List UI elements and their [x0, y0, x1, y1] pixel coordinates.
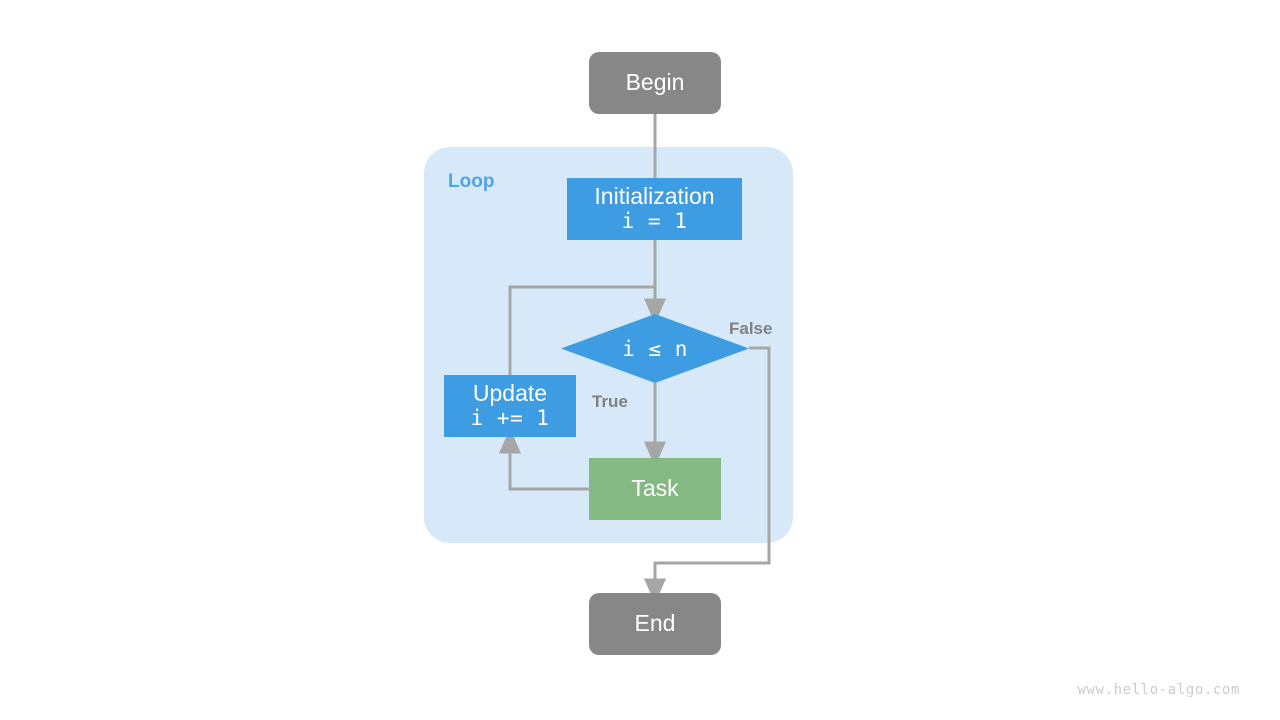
node-update[interactable]: Update i += 1: [444, 375, 576, 437]
edge-label-true: True: [592, 392, 628, 411]
loop-group-label: Loop: [448, 171, 495, 192]
node-initialization[interactable]: Initialization i = 1: [567, 178, 742, 240]
node-task[interactable]: Task: [589, 458, 721, 520]
node-update-title: Update: [472, 380, 548, 407]
node-update-code: i += 1: [470, 406, 550, 431]
node-condition-label: i ≤ n: [622, 336, 688, 361]
node-begin[interactable]: Begin: [589, 52, 721, 114]
node-task-label: Task: [631, 475, 679, 502]
node-begin-label: Begin: [625, 69, 685, 96]
node-end[interactable]: End: [589, 593, 721, 655]
edge-task-to-update: [498, 428, 589, 491]
node-end-label: End: [634, 610, 676, 637]
node-initialization-title: Initialization: [594, 183, 715, 210]
edge-condition-false-to-end: [643, 346, 771, 604]
node-initialization-code: i = 1: [621, 209, 688, 234]
diamond-shape: [561, 314, 749, 383]
edge-update-to-condition: [508, 285, 655, 375]
watermark: www.hello-algo.com: [1077, 682, 1240, 698]
edge-label-false: False: [729, 319, 773, 338]
node-condition[interactable]: i ≤ n: [561, 314, 749, 383]
